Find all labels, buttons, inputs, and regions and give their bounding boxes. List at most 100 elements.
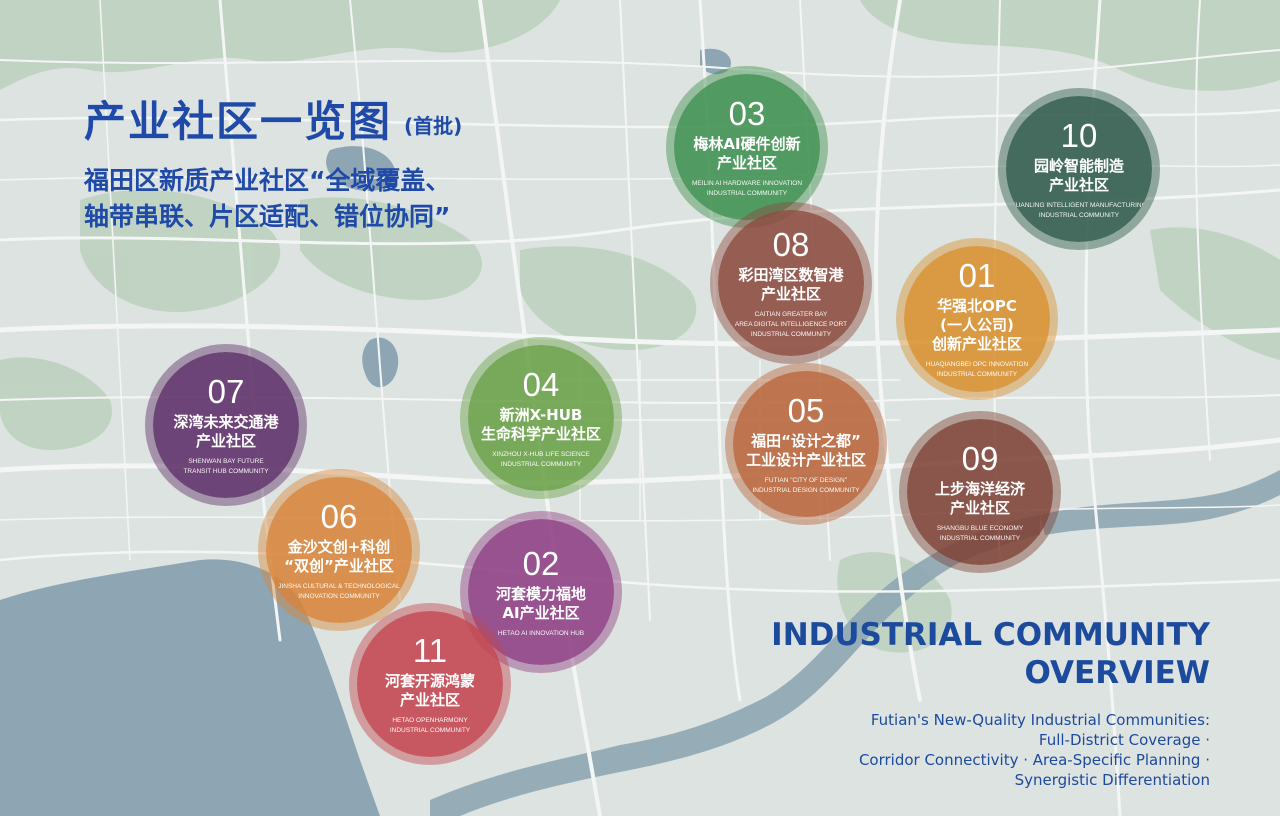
english-title: INDUSTRIAL COMMUNITY OVERVIEW xyxy=(771,616,1210,692)
community-name-en-line: HETAO AI INNOVATION HUB xyxy=(497,629,585,637)
english-desc-line-1: Futian's New-Quality Industrial Communit… xyxy=(870,711,1210,729)
community-name-en-line: HETAO OPENHARMONY xyxy=(392,716,468,724)
community-name-en-line: TRANSIT HUB COMMUNITY xyxy=(183,467,269,475)
community-name-en: MEILIN AI HARDWARE INNOVATION INDUSTRIAL … xyxy=(692,179,802,199)
community-name-en-line: INNOVATION COMMUNITY xyxy=(298,592,380,600)
community-name-en: YUANLING INTELLIGENT MANUFACTURING INDUST… xyxy=(1011,201,1146,221)
community-number: 03 xyxy=(728,94,766,132)
community-number: 11 xyxy=(412,631,448,669)
community-name-en-line: YUANLING INTELLIGENT MANUFACTURING xyxy=(1011,201,1147,209)
community-name-cn-line: 创新产业社区 xyxy=(931,335,1022,353)
community-name-cn-line: (一人公司) xyxy=(940,316,1014,334)
english-title-line-2: OVERVIEW xyxy=(1024,655,1210,691)
community-name-en-line: INDUSTRIAL COMMUNITY xyxy=(706,189,788,197)
community-name-cn: 梅林AI硬件创新产业社区 xyxy=(693,135,800,173)
community-name-en-line: AREA DIGITAL INTELLIGENCE PORT xyxy=(734,320,848,328)
community-name-en: CAITIAN GREATER BAY AREA DIGITAL INTELLIG… xyxy=(735,310,847,340)
green-areas xyxy=(0,0,1280,653)
tagline-line-1: 福田区新质产业社区“全域覆盖、 xyxy=(84,166,451,195)
community-name-en-line: SHANGBU BLUE ECONOMY xyxy=(936,524,1024,532)
community-name-cn-line: 金沙文创+科创 xyxy=(287,537,391,556)
community-name-cn-line: 彩田湾区数智港 xyxy=(738,265,844,284)
community-name-cn: 福田“设计之都”工业设计产业社区 xyxy=(746,432,866,470)
community-number: 08 xyxy=(772,225,810,263)
community-number: 05 xyxy=(787,391,825,429)
english-desc-line-4: Synergistic Differentiation xyxy=(1014,771,1210,789)
community-name-cn-line: 河套开源鸿蒙 xyxy=(384,671,475,690)
community-number: 07 xyxy=(207,372,245,410)
community-name-cn: 深湾未来交通港产业社区 xyxy=(173,413,278,451)
community-name-cn-line: AI产业社区 xyxy=(502,603,580,622)
community-number: 01 xyxy=(958,257,996,294)
community-name-en: HETAO AI INNOVATION HUB xyxy=(498,629,584,639)
tagline: 福田区新质产业社区“全域覆盖、 轴带串联、片区适配、错位协同” xyxy=(84,163,504,235)
community-name-en-line: INDUSTRIAL COMMUNITY xyxy=(750,330,832,338)
community-name-cn: 园岭智能制造产业社区 xyxy=(1034,157,1124,195)
community-name-en-line: JINSHA CULTURAL & TECHNOLOGICAL xyxy=(278,582,400,590)
community-name-cn-line: 上步海洋经济 xyxy=(934,479,1025,498)
community-name-cn: 金沙文创+科创“双创”产业社区 xyxy=(284,538,394,576)
title-main: 产业社区一览图 xyxy=(84,97,393,146)
community-name-cn: 河套开源鸿蒙产业社区 xyxy=(385,672,475,710)
community-name-en-line: INDUSTRIAL COMMUNITY xyxy=(500,460,582,468)
community-name-en-line: INDUSTRIAL COMMUNITY xyxy=(389,726,471,734)
community-name-en-line: INDUSTRIAL COMMUNITY xyxy=(939,534,1021,542)
community-name-cn-line: 深湾未来交通港 xyxy=(173,412,279,431)
english-description: Futian's New-Quality Industrial Communit… xyxy=(859,710,1210,790)
community-name-en-line: CAITIAN GREATER BAY xyxy=(754,310,828,318)
community-name-en: JINSHA CULTURAL & TECHNOLOGICAL INNOVATIO… xyxy=(278,582,400,602)
community-name-cn: 华强北OPC(一人公司)创新产业社区 xyxy=(932,297,1022,354)
english-title-line-1: INDUSTRIAL COMMUNITY xyxy=(771,617,1210,653)
title-sub: (首批) xyxy=(404,114,463,138)
community-name-cn-line: 工业设计产业社区 xyxy=(745,450,866,469)
community-name-en-line: INDUSTRIAL COMMUNITY xyxy=(936,371,1018,378)
community-name-en: FUTIAN "CITY OF DESIGN" INDUSTRIAL DESIGN… xyxy=(752,476,859,496)
community-name-cn-line: 园岭智能制造 xyxy=(1033,156,1124,175)
community-name-cn-line: 产业社区 xyxy=(1048,175,1109,194)
community-number: 10 xyxy=(1060,116,1098,154)
community-name-en: SHENWAN BAY FUTURE TRANSIT HUB COMMUNITY xyxy=(183,457,268,477)
community-name-cn-line: 产业社区 xyxy=(195,431,256,450)
community-name-cn-line: 梅林AI硬件创新 xyxy=(693,134,801,153)
community-name-cn-line: 产业社区 xyxy=(716,153,777,172)
community-name-cn-line: 产业社区 xyxy=(949,498,1010,517)
community-name-cn: 上步海洋经济产业社区 xyxy=(935,480,1025,518)
community-name-en-line: INDUSTRIAL DESIGN COMMUNITY xyxy=(752,486,860,494)
community-number: 04 xyxy=(522,365,560,403)
community-name-cn-line: 产业社区 xyxy=(399,690,460,709)
english-desc-line-2: Full-District Coverage · xyxy=(1038,731,1210,749)
community-number: 06 xyxy=(320,497,358,535)
community-name-en-line: XINZHOU X-HUB LIFE SCIENCE xyxy=(492,450,590,458)
community-name-en-line: INDUSTRIAL COMMUNITY xyxy=(1038,211,1120,219)
community-number: 09 xyxy=(961,439,999,477)
community-name-cn-line: 河套模力福地 xyxy=(495,584,586,603)
english-desc-line-3: Corridor Connectivity · Area-Specific Pl… xyxy=(858,751,1210,769)
community-name-en: HETAO OPENHARMONY INDUSTRIAL COMMUNITY xyxy=(390,716,470,736)
community-name-cn-line: 福田“设计之都” xyxy=(751,431,861,450)
community-name-cn-line: 华强北OPC xyxy=(937,297,1017,315)
community-name-cn: 彩田湾区数智港产业社区 xyxy=(738,266,843,304)
community-name-cn-line: 新洲X-HUB xyxy=(499,405,583,424)
community-name-en-line: MEILIN AI HARDWARE INNOVATION xyxy=(691,179,803,187)
community-name-en-line: SHENWAN BAY FUTURE xyxy=(188,457,264,465)
page-title: 产业社区一览图 (首批) xyxy=(84,88,462,149)
community-name-cn-line: 产业社区 xyxy=(760,284,821,303)
community-name-en: SHANGBU BLUE ECONOMY INDUSTRIAL COMMUNITY xyxy=(937,524,1023,544)
community-name-en-line: FUTIAN "CITY OF DESIGN" xyxy=(764,476,848,484)
tagline-line-2: 轴带串联、片区适配、错位协同” xyxy=(84,202,451,231)
community-name-cn-line: “双创”产业社区 xyxy=(284,556,394,575)
